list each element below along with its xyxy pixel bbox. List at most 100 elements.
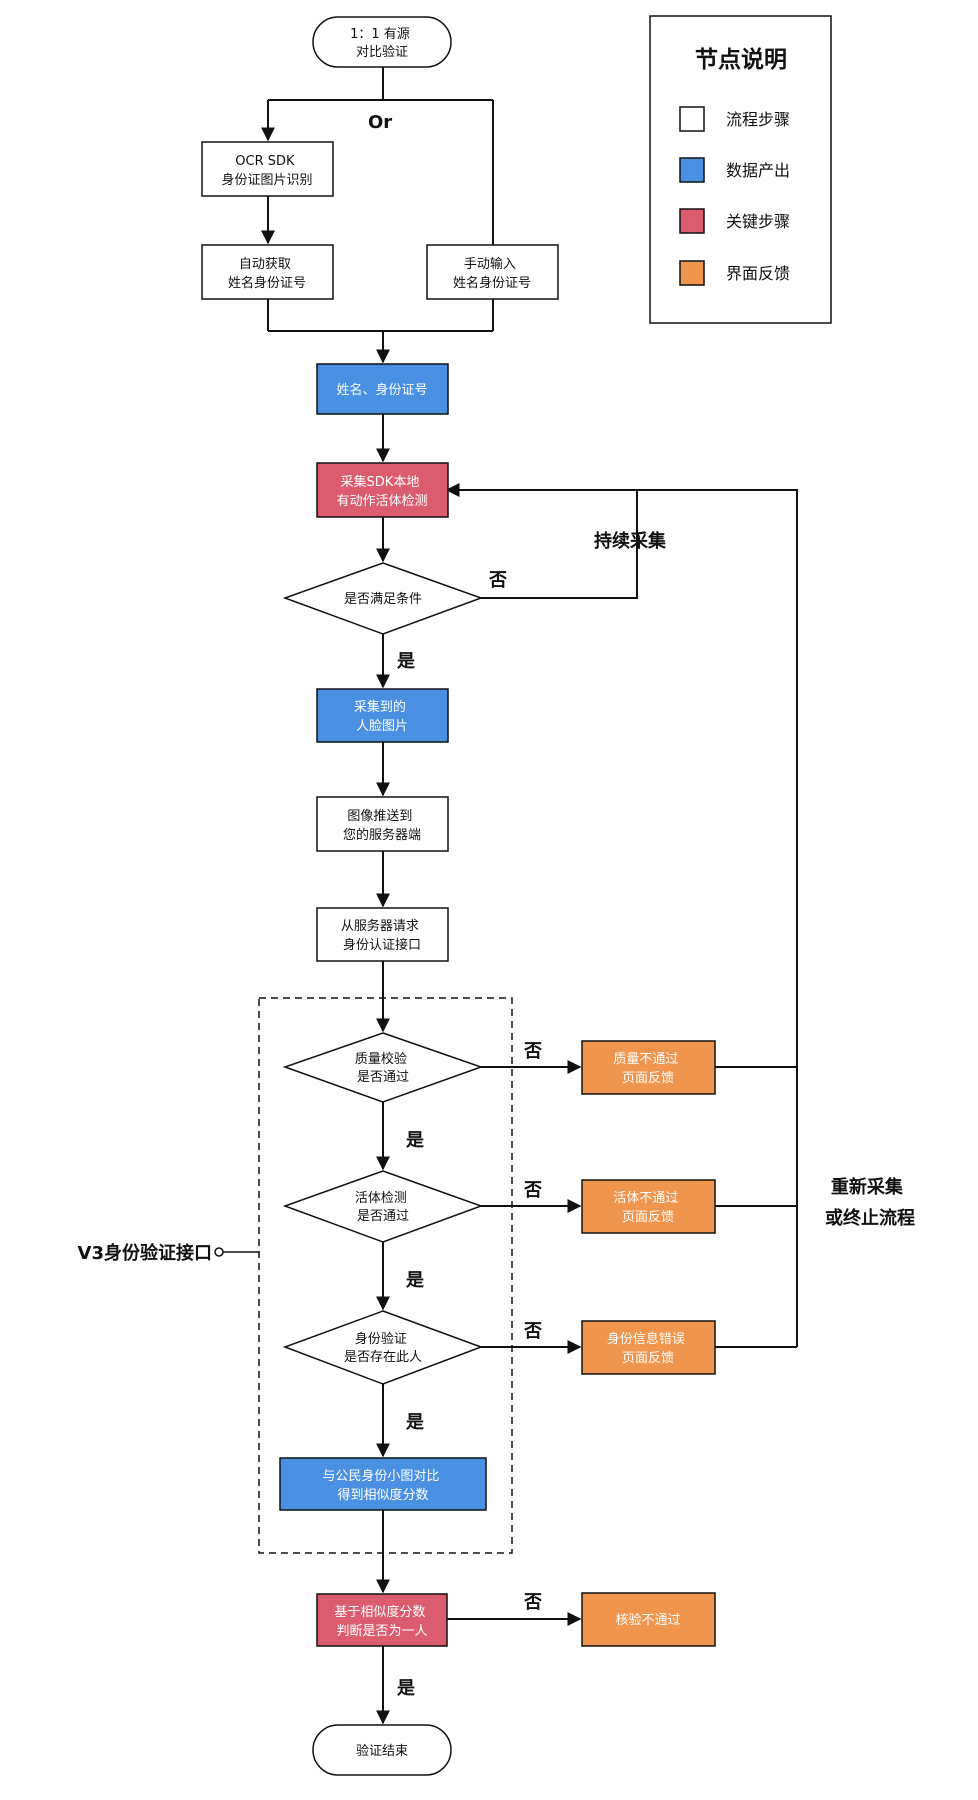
compare-node: 与公民身份小图对比 得到相似度分数 xyxy=(279,1457,487,1511)
no-label-quality: 否 xyxy=(523,1041,542,1062)
no-label-condition: 否 xyxy=(488,570,507,591)
svg-text:采集到的 人脸图片: 采集到的 人脸图片 xyxy=(354,699,410,734)
legend-label-key: 关键步骤 xyxy=(726,212,790,231)
ocr-node-line-1: OCR SDK xyxy=(235,154,295,169)
face-image-line-1: 采集到的 xyxy=(354,699,406,715)
face-image-line-2: 人脸图片 xyxy=(356,719,408,734)
retry-label: 重新采集 或终止流程 xyxy=(825,1176,915,1229)
manual-input-node: 手动输入 姓名身份证号 xyxy=(426,244,559,300)
liveness-fail-line-1: 活体不通过 xyxy=(613,1191,678,1206)
identity-error-line-2: 页面反馈 xyxy=(622,1351,674,1366)
quality-fail-line-2: 页面反馈 xyxy=(622,1071,674,1086)
auto-fetch-line-2: 姓名身份证号 xyxy=(228,275,306,291)
face-image-node: 采集到的 人脸图片 xyxy=(316,688,449,743)
yes-label-liveness: 是 xyxy=(405,1270,424,1291)
liveness-sdk-line-2: 有动作活体检测 xyxy=(336,494,427,509)
svg-text:身份验证 是否存在此人: 身份验证 是否存在此人 xyxy=(344,1331,422,1365)
legend-swatch-key xyxy=(679,208,705,234)
liveness-sdk-node: 采集SDK本地 有动作活体检测 xyxy=(316,462,449,518)
continue-capture-label: 持续采集 xyxy=(594,530,667,552)
yes-label-condition: 是 xyxy=(396,651,415,672)
quality-fail-feedback: 质量不通过 页面反馈 xyxy=(581,1040,716,1095)
no-label-identity: 否 xyxy=(523,1321,542,1342)
push-server-line-1: 图像推送到 xyxy=(347,809,412,824)
v3-api-label: V3身份验证接口 xyxy=(78,1242,212,1264)
push-server-line-2: 您的服务器端 xyxy=(343,827,421,843)
liveness-check-line-2: 是否通过 xyxy=(357,1209,409,1224)
svg-text:姓名、身份证号: 姓名、身份证号 xyxy=(336,382,427,398)
svg-text:验证结束: 验证结束 xyxy=(356,1743,408,1759)
svg-text:自动获取 姓名身份证号: 自动获取 姓名身份证号 xyxy=(228,257,306,291)
auto-fetch-line-1: 自动获取 xyxy=(239,257,291,272)
legend: 节点说明 流程步骤 数据产出 关键步骤 界面反馈 xyxy=(649,15,832,324)
svg-text:活体检测 是否通过: 活体检测 是否通过 xyxy=(355,1191,411,1224)
condition-line-1: 是否满足条件 xyxy=(344,591,422,607)
auto-fetch-node: 自动获取 姓名身份证号 xyxy=(201,244,334,300)
name-id-line-1: 姓名、身份证号 xyxy=(336,382,427,398)
name-id-node: 姓名、身份证号 xyxy=(316,363,449,415)
quality-check-line-2: 是否通过 xyxy=(357,1070,409,1085)
push-server-node: 图像推送到 您的服务器端 xyxy=(316,796,449,852)
judge-node: 基于相似度分数 判断是否为一人 xyxy=(316,1593,448,1647)
svg-text:核验不通过: 核验不通过 xyxy=(615,1612,680,1628)
ocr-node-line-2: 身份证图片识别 xyxy=(221,172,312,188)
svg-text:OCR SDK 身份证图片识别: OCR SDK 身份证图片识别 xyxy=(221,154,312,188)
end-node: 验证结束 xyxy=(312,1724,452,1776)
end-node-line-1: 验证结束 xyxy=(356,1743,408,1759)
legend-label-feedback: 界面反馈 xyxy=(726,264,790,283)
svg-text:1：1 有源 对比验证: 1：1 有源 对比验证 xyxy=(350,27,414,60)
or-label: Or xyxy=(368,112,392,133)
svg-text:从服务器请求 身份认证接口: 从服务器请求 身份认证接口 xyxy=(341,918,423,953)
yes-label-judge: 是 xyxy=(396,1678,415,1699)
request-api-line-2: 身份认证接口 xyxy=(343,937,421,953)
svg-text:是否满足条件: 是否满足条件 xyxy=(344,591,422,607)
svg-text:身份信息错误 页面反馈: 身份信息错误 页面反馈 xyxy=(607,1331,689,1366)
start-node: 1：1 有源 对比验证 xyxy=(312,16,452,68)
svg-text:采集SDK本地 有动作活体检测: 采集SDK本地 有动作活体检测 xyxy=(336,474,427,509)
no-label-judge: 否 xyxy=(523,1592,542,1613)
v3-api-region xyxy=(258,997,513,1554)
svg-text:基于相似度分数 判断是否为一人: 基于相似度分数 判断是否为一人 xyxy=(334,1604,429,1639)
legend-label-data: 数据产出 xyxy=(726,161,790,180)
judge-line-2: 判断是否为一人 xyxy=(336,1624,427,1639)
compare-line-1: 与公民身份小图对比 xyxy=(322,1468,439,1484)
liveness-fail-feedback: 活体不通过 页面反馈 xyxy=(581,1179,716,1234)
svg-text:图像推送到 您的服务器端: 图像推送到 您的服务器端 xyxy=(343,809,421,843)
ocr-node: OCR SDK 身份证图片识别 xyxy=(201,141,334,197)
svg-text:质量不通过 页面反馈: 质量不通过 页面反馈 xyxy=(613,1052,682,1086)
retry-label-line-1: 重新采集 xyxy=(831,1176,904,1198)
legend-title: 节点说明 xyxy=(695,46,787,73)
legend-swatch-data xyxy=(679,157,705,183)
verify-fail-feedback: 核验不通过 xyxy=(581,1592,716,1647)
no-label-liveness: 否 xyxy=(523,1180,542,1201)
manual-input-line-2: 姓名身份证号 xyxy=(453,275,531,291)
liveness-fail-line-2: 页面反馈 xyxy=(622,1210,674,1225)
liveness-check-diamond: 活体检测 是否通过 xyxy=(282,1170,484,1243)
svg-text:质量校验 是否通过: 质量校验 是否通过 xyxy=(355,1051,411,1085)
legend-swatch-process xyxy=(679,106,705,132)
svg-text:与公民身份小图对比 得到相似度分数: 与公民身份小图对比 得到相似度分数 xyxy=(322,1468,443,1503)
identity-check-line-2: 是否存在此人 xyxy=(344,1350,422,1365)
quality-check-diamond: 质量校验 是否通过 xyxy=(282,1032,484,1103)
judge-line-1: 基于相似度分数 xyxy=(334,1604,425,1620)
yes-label-identity: 是 xyxy=(405,1412,424,1433)
request-api-node: 从服务器请求 身份认证接口 xyxy=(316,907,449,962)
connectors xyxy=(214,67,798,1725)
svg-text:活体不通过 页面反馈: 活体不通过 页面反馈 xyxy=(613,1191,682,1225)
identity-check-diamond: 身份验证 是否存在此人 xyxy=(282,1310,484,1385)
quality-check-line-1: 质量校验 xyxy=(355,1051,407,1067)
retry-label-line-2: 或终止流程 xyxy=(825,1207,915,1229)
request-api-line-1: 从服务器请求 xyxy=(341,918,419,934)
legend-swatch-feedback xyxy=(679,260,705,286)
liveness-check-line-1: 活体检测 xyxy=(355,1191,407,1206)
manual-input-line-1: 手动输入 xyxy=(464,256,516,272)
identity-error-line-1: 身份信息错误 xyxy=(607,1331,685,1347)
start-node-line-1: 1：1 有源 xyxy=(350,27,410,42)
condition-diamond: 是否满足条件 xyxy=(282,562,484,635)
quality-fail-line-1: 质量不通过 xyxy=(613,1052,678,1067)
svg-text:手动输入 姓名身份证号: 手动输入 姓名身份证号 xyxy=(453,256,531,291)
identity-check-line-1: 身份验证 xyxy=(355,1331,407,1347)
start-node-line-2: 对比验证 xyxy=(356,44,408,60)
verify-fail-line-1: 核验不通过 xyxy=(615,1612,680,1628)
